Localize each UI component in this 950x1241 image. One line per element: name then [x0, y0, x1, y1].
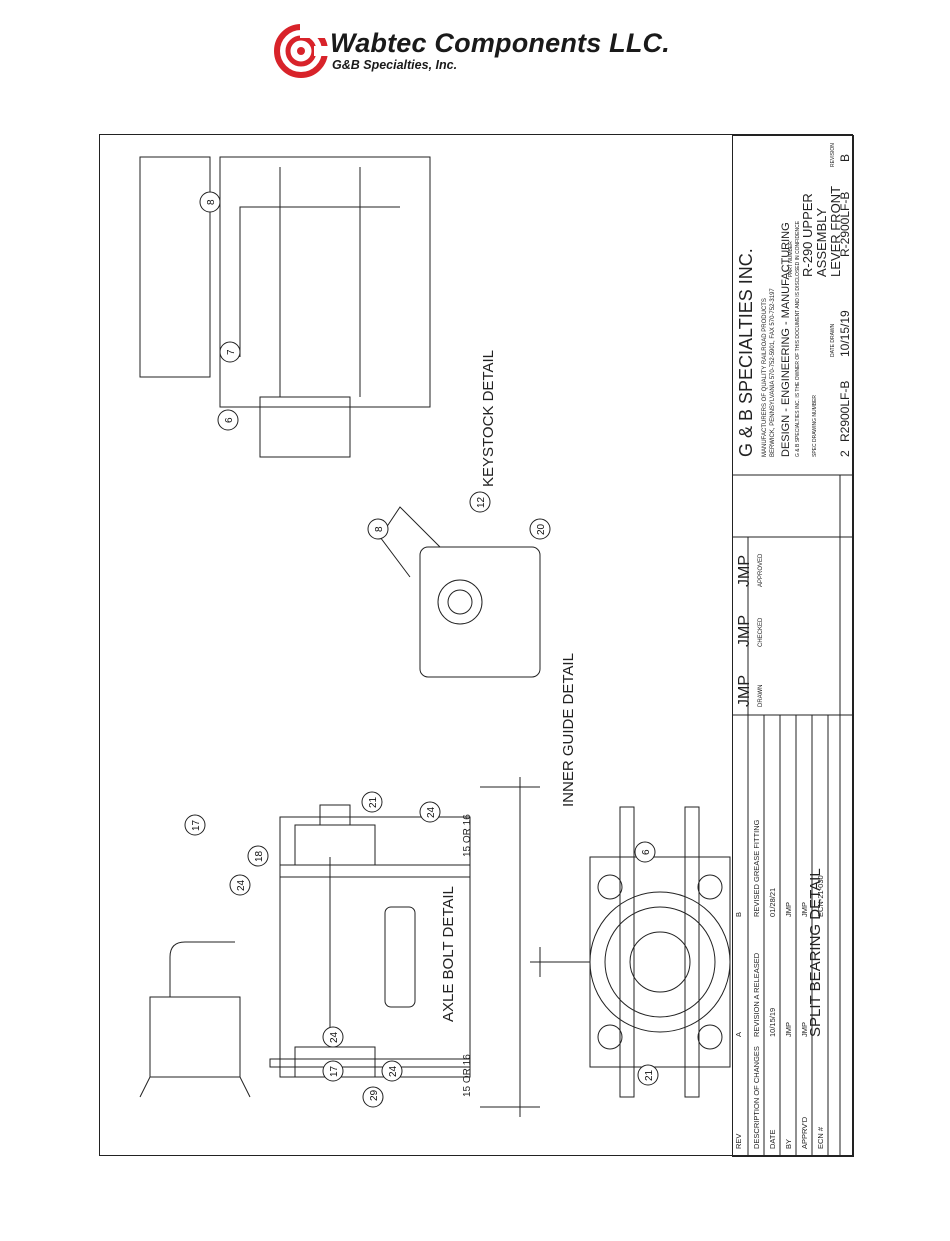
svg-text:21: 21	[644, 1069, 655, 1081]
title-block	[732, 135, 854, 1157]
sheet-number: 2	[838, 450, 852, 457]
balloon: 24	[419, 801, 441, 823]
keystock-balloons: 8 7 6 12	[199, 191, 491, 513]
company-name: Wabtec Components LLC.	[330, 28, 670, 58]
drawn-by-label: DRAWN	[758, 684, 764, 707]
date-drawn-label: DATE DRAWN	[830, 323, 836, 357]
rev-row-b-by: JMP	[784, 902, 793, 917]
revision-label: REVISION	[830, 143, 836, 167]
rev-header-description: DESCRIPTION OF CHANGES	[752, 1046, 761, 1149]
split-bearing-drawing	[530, 806, 731, 1098]
date-drawn: 10/15/19	[838, 310, 852, 357]
company-subtitle: G&B Specialties, Inc.	[332, 58, 458, 72]
balloon: 6	[634, 841, 656, 863]
revision-value: B	[838, 153, 852, 162]
rev-row-b-ecn: ECN-21-030	[816, 875, 825, 917]
wabtec-logo-icon	[274, 24, 328, 78]
part-number: R-2900LF-B	[838, 191, 852, 257]
keystock-drawing	[139, 156, 431, 458]
balloon: 24	[229, 874, 251, 896]
svg-text:8: 8	[206, 199, 217, 205]
part-number-label: PART NUMBER	[788, 241, 794, 277]
approved-by-value: JMP	[736, 555, 753, 587]
checked-by-value: JMP	[736, 615, 753, 647]
svg-text:7: 7	[226, 349, 237, 355]
rev-row-a-by: JMP	[784, 1022, 793, 1037]
keystock-detail-caption: KEYSTOCK DETAIL	[480, 350, 497, 487]
split-bearing-balloons: 3 4 6 21 2 3	[634, 841, 659, 1086]
rev-row-b-rev: B	[734, 911, 743, 917]
balloon: 21	[637, 1064, 659, 1086]
axle-dimension-left: 15 OR 16	[462, 1054, 473, 1097]
axle-bolt-detail-caption: AXLE BOLT DETAIL	[440, 886, 457, 1022]
title-tagline-1: MANUFACTURERS OF QUALITY RAILROAD PRODUC…	[762, 298, 768, 457]
svg-text:20: 20	[536, 523, 547, 535]
balloon: 12	[469, 491, 491, 513]
balloon: 8	[367, 518, 389, 540]
spec-drawing-label: SPEC DRAWING NUMBER	[812, 394, 818, 457]
balloon: 6	[217, 409, 239, 431]
title-tagline-2: BERWICK, PENNSYLVANIA 570-752-5901, FAX …	[770, 288, 776, 457]
rev-row-a-description: REVISION A RELEASED	[752, 952, 761, 1037]
checked-by-label: CHECKED	[758, 617, 764, 647]
balloon: 18	[247, 845, 269, 867]
drawn-by-value: JMP	[736, 675, 753, 707]
rev-row-a-date: 10/15/19	[768, 1007, 777, 1037]
drawing-number: R2900LF-B	[838, 380, 852, 442]
inner-guide-drawing	[379, 506, 541, 678]
rev-row-a-rev: A	[734, 1031, 743, 1037]
balloon: 29	[362, 1086, 384, 1108]
svg-text:21: 21	[368, 796, 379, 808]
svg-text:17: 17	[329, 1065, 340, 1077]
balloon: 21	[361, 791, 383, 813]
balloon: 20	[529, 518, 551, 540]
rev-row-b-description: REVISED GREASE FITTING	[752, 819, 761, 917]
svg-text:6: 6	[224, 417, 235, 423]
axle-bolt-balloons: 29 17 24 24 24 17 18 21 24	[184, 791, 441, 1108]
svg-text:17: 17	[191, 819, 202, 831]
letterhead: Wabtec Components LLC. G&B Specialties, …	[270, 22, 700, 82]
rev-header-date: DATE	[768, 1129, 777, 1149]
svg-text:24: 24	[388, 1065, 399, 1077]
svg-text:24: 24	[426, 806, 437, 818]
rev-header-rev: REV	[734, 1133, 743, 1149]
drawing-rotated-frame: 29 17 24 24 24 17 18 21 24	[100, 135, 854, 1157]
rev-row-b-apprvd: JMP	[800, 902, 809, 917]
inner-guide-detail-caption: INNER GUIDE DETAIL	[560, 653, 577, 807]
svg-text:29: 29	[369, 1089, 380, 1101]
svg-text:8: 8	[374, 526, 385, 532]
balloon: 24	[381, 1060, 403, 1082]
svg-text:6: 6	[641, 849, 652, 855]
title-block-grid	[732, 135, 854, 1157]
title-line-1: R-290 UPPER	[800, 193, 815, 277]
approved-by-label: APPROVED	[758, 553, 764, 587]
balloon: 8	[199, 191, 221, 213]
rev-row-a-apprvd: JMP	[800, 1022, 809, 1037]
balloon: 17	[184, 814, 206, 836]
svg-text:12: 12	[476, 496, 487, 508]
title-line-2: ASSEMBLY	[814, 207, 829, 277]
detail-drawings: 29 17 24 24 24 17 18 21 24	[139, 156, 731, 1117]
svg-text:24: 24	[236, 879, 247, 891]
rev-header-apprvd: APPRV'D	[800, 1116, 809, 1149]
rev-header-ecn: ECN #	[816, 1126, 825, 1149]
rev-header-by: BY	[784, 1138, 793, 1149]
rev-row-b-date: 01/28/21	[768, 887, 777, 917]
axle-dimension-right: 15 OR 16	[462, 814, 473, 857]
title-company: G & B SPECIALTIES INC.	[736, 248, 756, 457]
svg-text:18: 18	[254, 850, 265, 862]
svg-text:24: 24	[329, 1031, 340, 1043]
balloon: 24	[322, 1026, 344, 1048]
balloon: 7	[219, 341, 241, 363]
inner-guide-balloons: 8 20	[367, 518, 551, 540]
balloon: 17	[322, 1060, 344, 1082]
drawing-sheet: 29 17 24 24 24 17 18 21 24	[99, 134, 854, 1157]
